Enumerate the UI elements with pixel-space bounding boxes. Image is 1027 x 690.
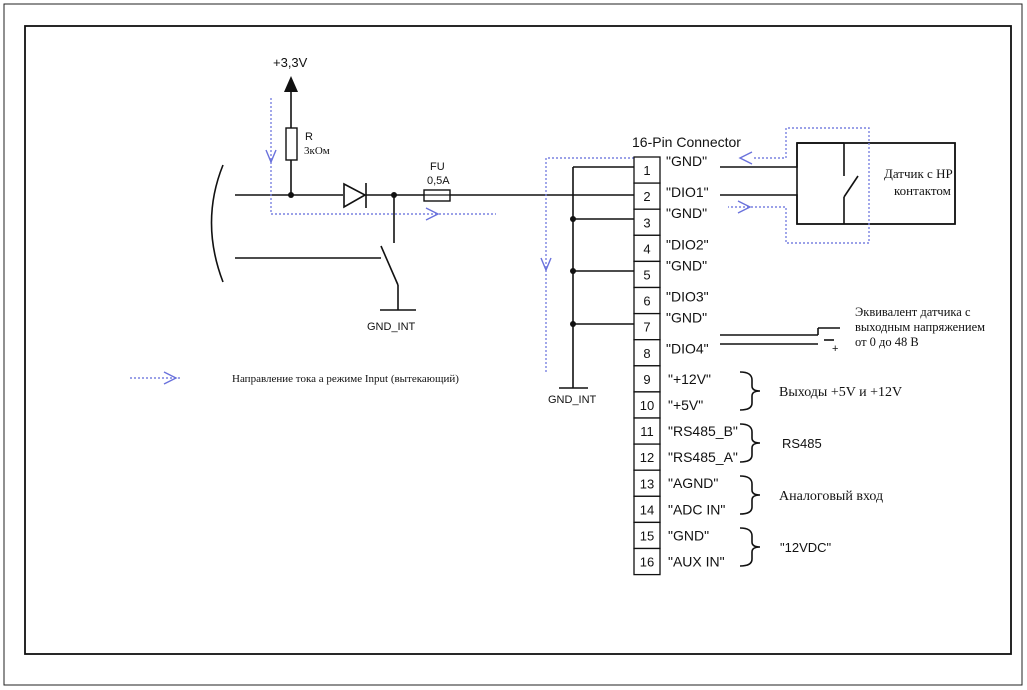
- connector-pin-14: 14 "ADC IN": [633, 495, 725, 524]
- pin-label: "AGND": [668, 475, 718, 491]
- voltage-plus: +: [832, 343, 838, 355]
- connector-pin-3: 3 "GND": [633, 205, 707, 236]
- pin-number: 8: [643, 346, 650, 361]
- pin-label: "GND": [666, 310, 707, 326]
- resistor-designator: R: [305, 131, 313, 143]
- resistor-value: 3кОм: [304, 145, 330, 157]
- pin-label: "DIO2": [666, 236, 709, 252]
- pin-label: "GND": [666, 153, 707, 169]
- group-analog-label: Аналоговый вход: [779, 489, 883, 504]
- pin-label: "ADC IN": [668, 501, 725, 517]
- pin-label: "DIO4": [666, 341, 709, 357]
- connector-pin-13: 13 "AGND": [633, 469, 718, 497]
- connector-pin-2: 2 "DIO1": [633, 182, 709, 210]
- connector-pin-9: 9 "+12V": [633, 365, 711, 393]
- pin-label: "DIO1": [666, 184, 709, 200]
- ground-bus: GND_INT: [548, 166, 634, 406]
- pin-number: 14: [640, 502, 654, 517]
- pin-number: 5: [643, 267, 650, 282]
- connector-pin-10: 10 "+5V": [633, 391, 703, 419]
- connector-pin-5: 5 "GND": [633, 257, 707, 289]
- connector-pins: 1 "GND" 2 "DIO1" 3 "GND" 4 "DIO2" 5 "GND" 6 "DIO3" 7…: [633, 153, 738, 576]
- group-outputs: Выходы +5V и +12V: [739, 371, 902, 411]
- group-analog: Аналоговый вход: [739, 475, 883, 515]
- pin-label: "GND": [666, 257, 707, 273]
- outer-frame: [3, 3, 1023, 686]
- pin-number: 16: [640, 555, 654, 570]
- connector-pin-16: 16 "AUX IN": [633, 547, 725, 576]
- pin-number: 9: [643, 372, 650, 387]
- pin-label: "RS485_A": [668, 449, 738, 465]
- pin-number: 11: [640, 424, 654, 439]
- voltage-label-line2: выходным напряжением: [855, 320, 985, 334]
- voltage-label-line3: от 0 до 48 В: [855, 335, 919, 349]
- group-rs485: RS485: [739, 423, 822, 463]
- voltage-label-line1: Эквивалент датчика с: [855, 305, 971, 319]
- group-rs485-label: RS485: [782, 436, 822, 451]
- pin-label: "+12V": [668, 371, 711, 387]
- pin-label: "GND": [666, 205, 707, 221]
- current-flow-left: [265, 98, 496, 221]
- pin-label: "DIO3": [666, 289, 709, 305]
- ground-int-left: GND_INT: [367, 321, 416, 333]
- ground-int-right: GND_INT: [548, 394, 597, 406]
- fuse-designator: FU: [430, 161, 445, 173]
- pin-label: "GND": [668, 527, 709, 543]
- device-boundary: [24, 25, 1012, 655]
- cut-bracket: [210, 164, 224, 283]
- pin-number: 10: [640, 398, 654, 413]
- connector-pin-12: 12 "RS485_A": [633, 443, 738, 471]
- connector: 16-Pin Connector 1 "GND" 2 "DIO1" 3 "GND" 4 "DI…: [632, 134, 741, 576]
- connector-pin-15: 15 "GND": [633, 521, 709, 550]
- legend-text: Направление тока а режиме Input (вытекаю…: [232, 373, 459, 385]
- no-sensor: Датчик с НР контактом: [720, 142, 956, 225]
- connector-pin-1: 1 "GND": [633, 153, 707, 184]
- pin-number: 1: [643, 163, 650, 178]
- pin-label: "RS485_B": [668, 423, 738, 439]
- pin-label: "+5V": [668, 397, 703, 413]
- group-outputs-label: Выходы +5V и +12V: [779, 385, 902, 400]
- pin-number: 2: [643, 189, 650, 204]
- legend: Направление тока а режиме Input (вытекаю…: [130, 371, 459, 385]
- supply-node: +3,3V: [273, 55, 308, 128]
- group-power-label: "12VDC": [780, 540, 832, 555]
- pin-number: 15: [640, 528, 654, 543]
- sensor-label-line1: Датчик с НР: [884, 166, 953, 181]
- connector-pin-7: 7 "GND": [633, 310, 707, 341]
- supply-label: +3,3V: [273, 55, 308, 70]
- pin-number: 6: [643, 294, 650, 309]
- current-flow-sensor: [728, 127, 870, 244]
- current-flow-right: [540, 157, 634, 372]
- pullup-resistor: R 3кОм: [285, 127, 330, 195]
- connector-pin-4: 4 "DIO2": [633, 234, 709, 263]
- connector-pin-6: 6 "DIO3": [633, 286, 709, 315]
- group-power: "12VDC": [739, 527, 832, 567]
- connector-pin-11: 11 "RS485_B": [633, 417, 738, 445]
- pin-number: 4: [643, 241, 650, 256]
- signal-line: FU 0,5А: [235, 161, 634, 209]
- internal-switch: GND_INT: [235, 195, 416, 333]
- fuse-value: 0,5А: [427, 175, 450, 187]
- connector-title: 16-Pin Connector: [632, 134, 741, 150]
- pin-number: 3: [643, 215, 650, 230]
- voltage-sensor: + Эквивалент датчика с выходным напряжен…: [720, 305, 985, 355]
- connector-pin-8: 8 "DIO4": [633, 339, 709, 367]
- sensor-label-line2: контактом: [894, 183, 951, 198]
- pin-number: 7: [643, 320, 650, 335]
- pin-number: 13: [640, 476, 654, 491]
- pin-number: 12: [640, 450, 654, 465]
- pin-label: "AUX IN": [668, 554, 725, 570]
